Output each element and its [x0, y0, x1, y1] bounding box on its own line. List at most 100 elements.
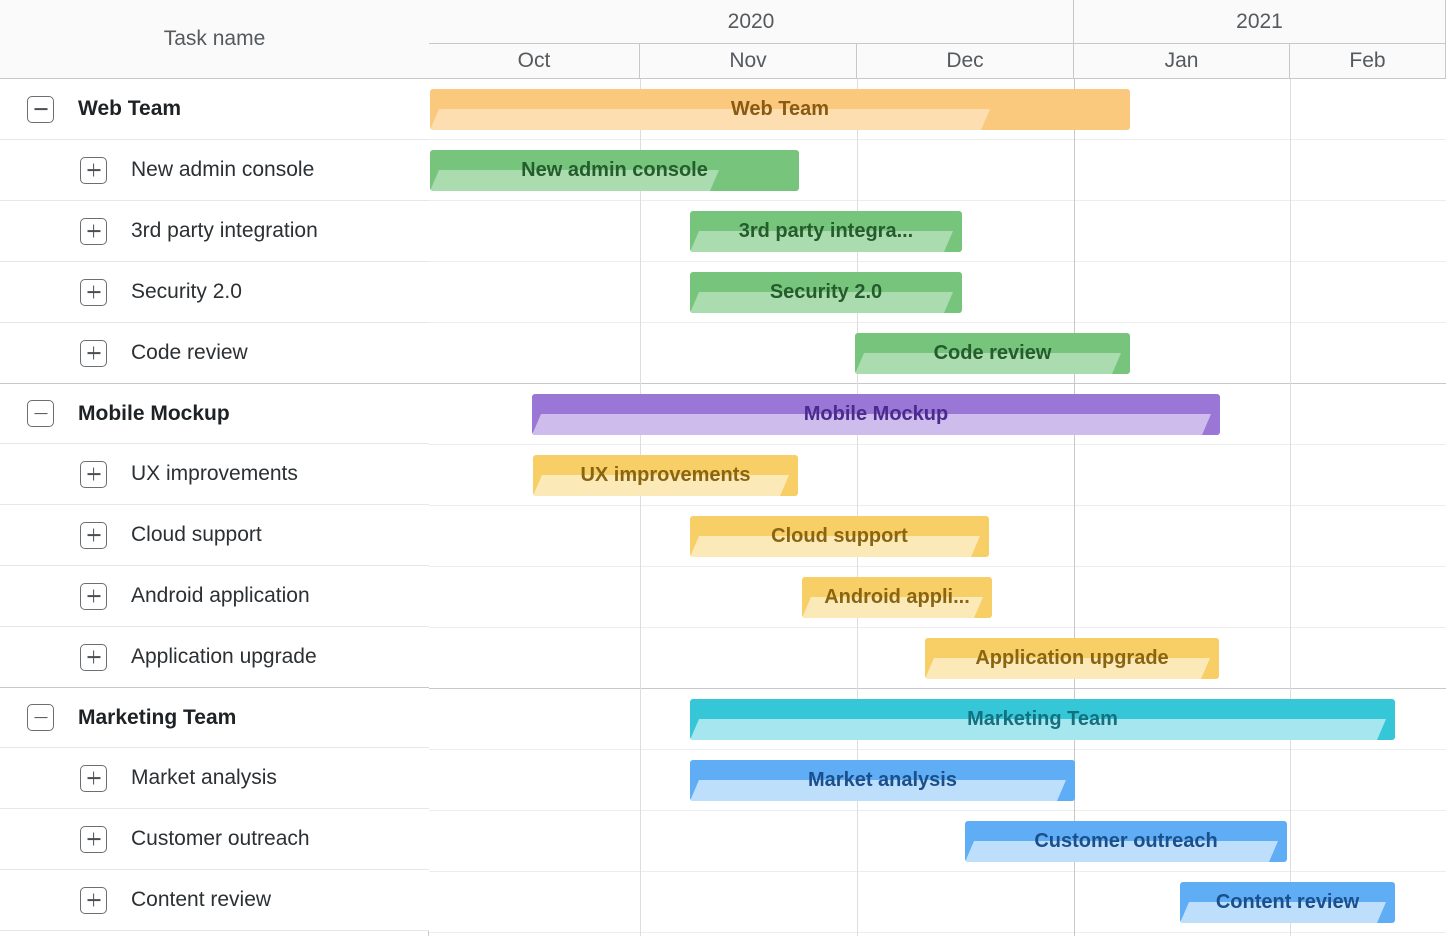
task-label: New admin console: [131, 158, 315, 181]
plus-icon[interactable]: [80, 339, 107, 367]
task-row[interactable]: 3rd party integration: [0, 201, 429, 262]
timeline-row: [429, 79, 1446, 140]
bar-label: Android appli...: [824, 586, 970, 608]
task-group-row[interactable]: Marketing Team: [0, 687, 429, 748]
plus-icon[interactable]: [80, 825, 107, 853]
plus-icon[interactable]: [80, 521, 107, 549]
progress-fill: [532, 414, 1211, 435]
task-row[interactable]: Customer outreach: [0, 809, 429, 870]
task-row[interactable]: New admin console: [0, 140, 429, 201]
timeline-row: [429, 628, 1446, 689]
task-name-header: Task name: [0, 0, 429, 79]
bar-label: Web Team: [730, 98, 830, 120]
gantt-summary-bar[interactable]: Mobile Mockup: [532, 394, 1220, 435]
gantt-task-bar[interactable]: Cloud support: [690, 516, 989, 557]
bar-label: UX improvements: [580, 464, 751, 486]
task-label: 3rd party integration: [131, 219, 318, 242]
task-label: Market analysis: [131, 766, 277, 789]
bar-label: 3rd party integra...: [738, 220, 914, 242]
progress-fill: [690, 292, 953, 313]
timeline-row: [429, 811, 1446, 872]
gantt-task-bar[interactable]: Security 2.0: [690, 272, 962, 313]
task-label: Security 2.0: [131, 280, 242, 303]
timeline-row: [429, 567, 1446, 628]
task-label: Marketing Team: [78, 705, 237, 729]
task-label: Customer outreach: [131, 827, 310, 850]
task-name-header-label: Task name: [163, 27, 266, 50]
grid-line: [1074, 79, 1075, 936]
plus-icon[interactable]: [80, 460, 107, 488]
plus-icon[interactable]: [80, 764, 107, 792]
task-group-row[interactable]: Mobile Mockup: [0, 383, 429, 444]
gantt-task-bar[interactable]: Market analysis: [690, 760, 1075, 801]
gantt-summary-bar[interactable]: Web Team: [430, 89, 1130, 130]
gantt-task-bar[interactable]: UX improvements: [533, 455, 798, 496]
gantt-task-bar[interactable]: Customer outreach: [965, 821, 1287, 862]
bar-label: Code review: [933, 342, 1052, 364]
gantt-summary-bar[interactable]: Marketing Team: [690, 699, 1395, 740]
task-row[interactable]: Android application: [0, 566, 429, 627]
task-label: Application upgrade: [131, 645, 317, 668]
plus-icon[interactable]: [80, 582, 107, 610]
minus-icon[interactable]: [27, 400, 54, 427]
task-row[interactable]: Security 2.0: [0, 262, 429, 323]
bar-label: Market analysis: [808, 769, 957, 791]
progress-fill: [690, 719, 1386, 740]
gantt-task-bar[interactable]: Android appli...: [802, 577, 992, 618]
progress-fill: [690, 780, 1066, 801]
grid-line: [857, 79, 858, 936]
plus-icon[interactable]: [80, 886, 107, 914]
task-group-row[interactable]: Web Team: [0, 79, 429, 140]
timeline-row: [429, 689, 1446, 750]
task-label: Web Team: [78, 97, 182, 120]
bar-label: Content review: [1215, 891, 1360, 913]
bar-label: New admin console: [521, 159, 708, 181]
gantt-task-bar[interactable]: Content review: [1180, 882, 1395, 923]
timeline-row: [429, 506, 1446, 567]
task-row[interactable]: UX improvements: [0, 444, 429, 505]
plus-icon[interactable]: [80, 278, 107, 306]
timeline-row: [429, 201, 1446, 262]
timeline-row: [429, 445, 1446, 506]
task-row[interactable]: Cloud support: [0, 505, 429, 566]
timeline-row: [429, 140, 1446, 201]
bar-label: Security 2.0: [769, 281, 883, 303]
month-cell: Dec: [857, 44, 1074, 78]
task-row[interactable]: Market analysis: [0, 748, 429, 809]
progress-fill: [1180, 902, 1386, 923]
task-label: UX improvements: [131, 462, 298, 485]
progress-fill: [802, 597, 983, 618]
timeline-row: [429, 323, 1446, 384]
plus-icon[interactable]: [80, 156, 107, 184]
grid-line: [1290, 79, 1291, 936]
gantt-task-bar[interactable]: Code review: [855, 333, 1130, 374]
gantt-task-bar[interactable]: 3rd party integra...: [690, 211, 962, 252]
year-cell: 2021: [1074, 0, 1446, 43]
timeline-row: [429, 384, 1446, 445]
timeline-row: [429, 262, 1446, 323]
task-label: Content review: [131, 888, 272, 911]
grid-line: [640, 79, 641, 936]
bar-label: Mobile Mockup: [803, 403, 949, 425]
progress-fill: [430, 170, 719, 191]
plus-icon[interactable]: [80, 217, 107, 245]
gantt-task-bar[interactable]: Application upgrade: [925, 638, 1219, 679]
progress-fill: [690, 536, 980, 557]
task-row[interactable]: Content review: [0, 870, 429, 931]
bar-label: Marketing Team: [967, 708, 1118, 730]
minus-icon[interactable]: [27, 95, 54, 123]
plus-icon[interactable]: [80, 643, 107, 671]
task-row[interactable]: Code review: [0, 323, 429, 384]
minus-icon[interactable]: [27, 704, 54, 731]
progress-fill: [925, 658, 1210, 679]
task-label: Android application: [131, 584, 310, 607]
year-cell: 2020: [429, 0, 1074, 43]
bar-label: Customer outreach: [1034, 830, 1218, 852]
task-label: Cloud support: [131, 523, 262, 546]
progress-fill: [965, 841, 1278, 862]
gantt-task-bar[interactable]: New admin console: [430, 150, 799, 191]
task-row[interactable]: Application upgrade: [0, 627, 429, 688]
